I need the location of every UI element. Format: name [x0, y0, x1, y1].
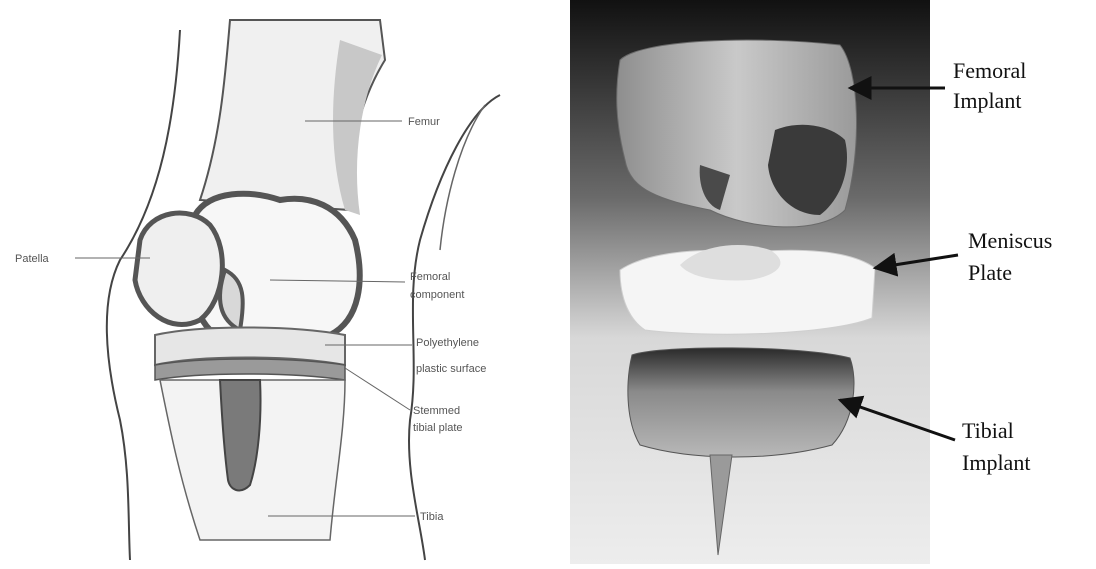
knee-anatomy-svg: Femur Patella Femoral component Polyethy… [0, 0, 560, 564]
label-patella: Patella [15, 253, 50, 265]
label-tibia: Tibia [420, 511, 444, 523]
label-meniscus-line1: Meniscus [968, 228, 1052, 253]
label-polyethylene-line2: plastic surface [416, 363, 486, 375]
implant-render-diagram: Femoral Implant Meniscus Plate Tibial Im… [570, 0, 1096, 564]
femur-shade [333, 40, 382, 215]
label-stemmed-line2: tibial plate [413, 422, 463, 434]
knee-anatomy-diagram: Femur Patella Femoral component Polyethy… [0, 0, 560, 564]
leg-outline-inner [440, 105, 485, 250]
label-tibial-line2: Implant [962, 450, 1030, 475]
label-femoral-component-line1: Femoral [410, 271, 450, 283]
label-femur: Femur [408, 116, 440, 128]
label-stemmed-line1: Stemmed [413, 405, 460, 417]
label-femoral-implant-line1: Femoral [953, 58, 1026, 83]
tibial-tray-shape [628, 348, 854, 457]
implant-render-svg: Femoral Implant Meniscus Plate Tibial Im… [570, 0, 1096, 564]
label-femoral-component-line2: component [410, 289, 464, 301]
patella-shape [135, 213, 222, 324]
label-femoral-implant-line2: Implant [953, 88, 1021, 113]
label-meniscus-line2: Plate [968, 260, 1012, 285]
label-polyethylene-line1: Polyethylene [416, 337, 479, 349]
tibial-plate [155, 359, 345, 380]
label-tibial-line1: Tibial [962, 418, 1014, 443]
leader-stemmed-plate [345, 368, 410, 410]
leg-outline-right [409, 95, 500, 560]
